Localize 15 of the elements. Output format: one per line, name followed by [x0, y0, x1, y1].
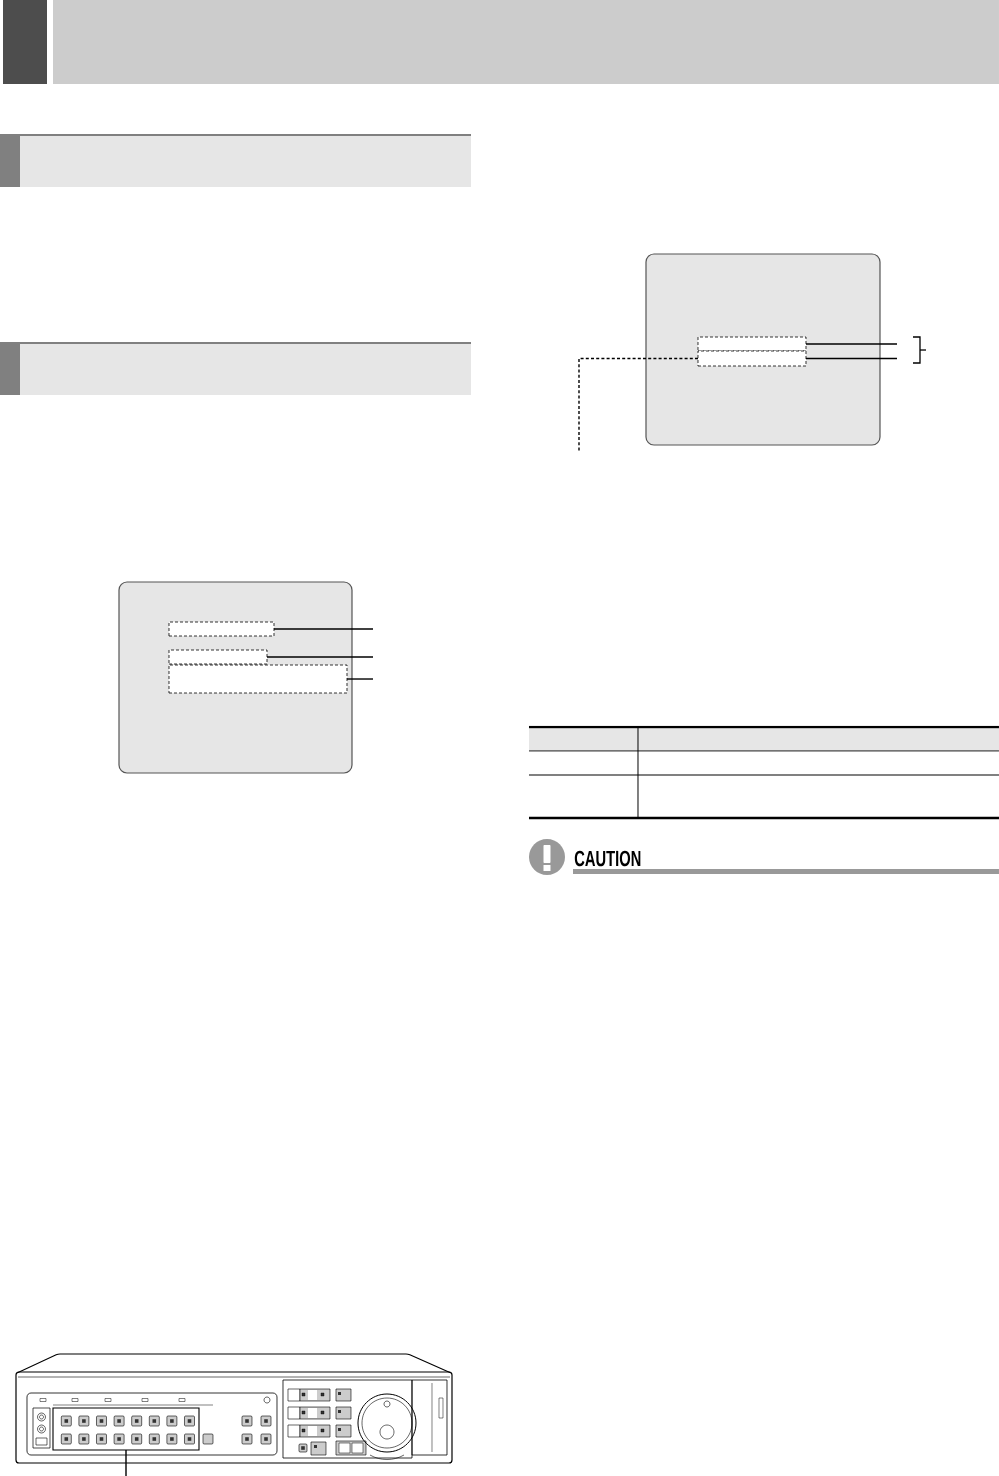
- dashed-box: [697, 350, 807, 367]
- leader-line: [266, 656, 374, 658]
- button-group-outline: [52, 1407, 200, 1451]
- caution-heading: CAUTION: [574, 850, 641, 867]
- dashed-box: [168, 621, 275, 637]
- monitor-screen: [645, 253, 881, 446]
- leader-line: [273, 628, 374, 630]
- dashed-box: [168, 649, 268, 665]
- leader-line: [578, 357, 699, 453]
- leader-line: [805, 357, 898, 360]
- recorder-drawing: [15, 1353, 453, 1464]
- leader-line: [346, 678, 374, 680]
- dashed-box: [697, 336, 807, 352]
- leader-line: [125, 1449, 127, 1476]
- leader-line: [805, 343, 898, 345]
